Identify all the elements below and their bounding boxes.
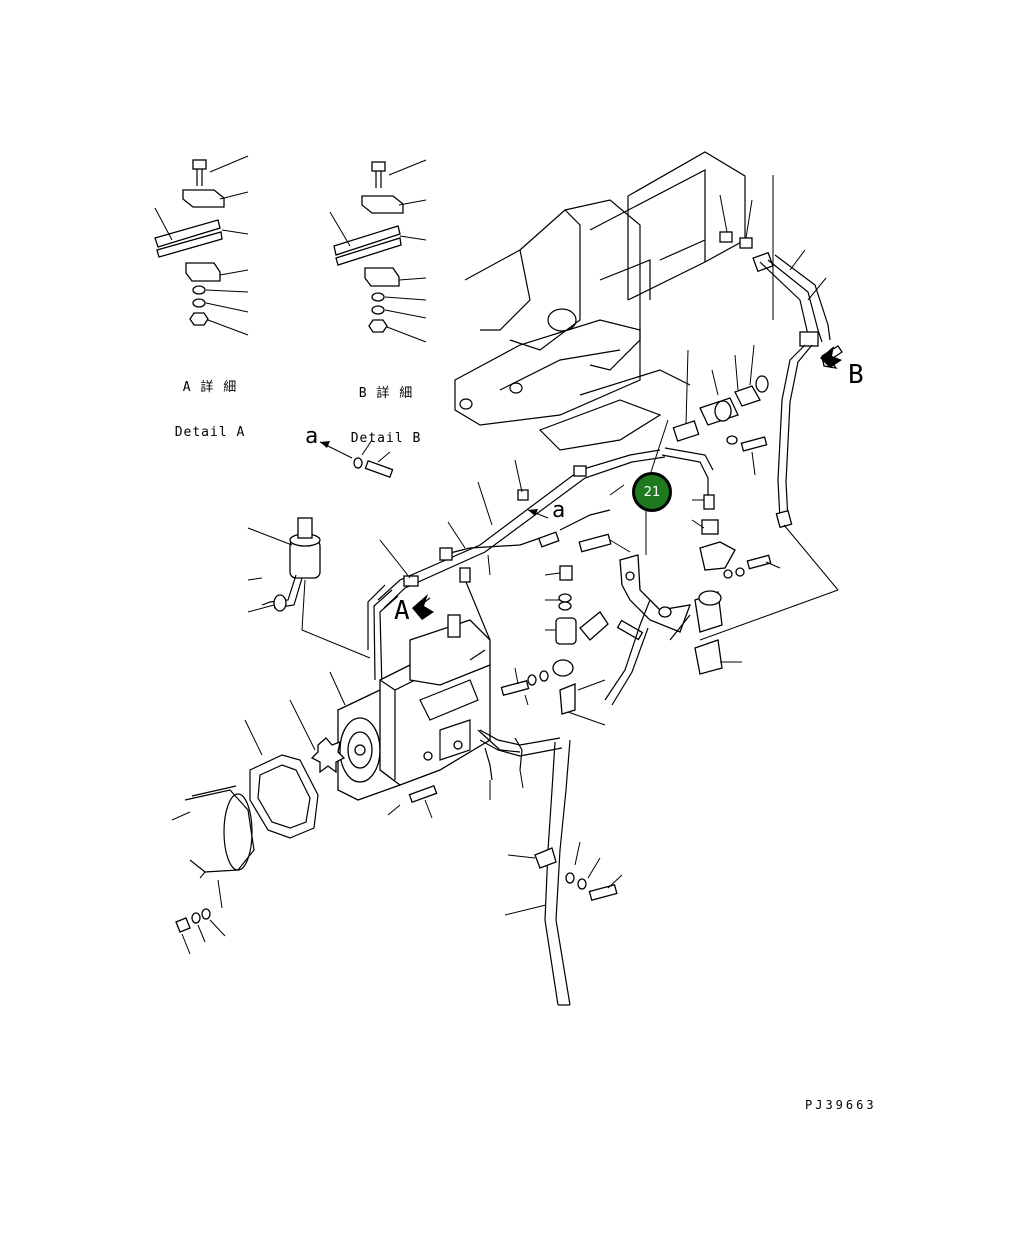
view-arrows [319,346,842,620]
callout-number: 21 [643,484,661,500]
detail-a-clamp-assembly [154,155,249,336]
drawing-code: PJ39663 [805,1098,877,1112]
detail-b-clamp-assembly [329,159,427,343]
housing-cover [171,785,255,955]
detail-b-label: B 詳 細 Detail B [344,356,428,461]
detail-a-label: A 詳 細 Detail A [168,350,252,455]
detail-a-en: Detail A [174,425,246,440]
mounting-bracket [619,554,691,641]
suction-hose [479,599,651,1006]
detail-b-jp: B 詳 細 [358,386,414,401]
detail-a-jp: A 詳 細 [182,380,238,395]
engine-block [454,151,774,451]
pump-bolts [387,667,549,819]
view-marker-a-small-left: a [305,424,319,449]
view-marker-a: A [394,596,410,626]
filter-assembly [247,517,371,659]
view-marker-b: B [848,360,864,390]
view-marker-a-small-mid: a [552,498,566,523]
hydraulic-pump [289,614,521,801]
part-callout-21[interactable]: 21 [632,472,672,512]
relief-valve-fittings [672,375,781,675]
gasket [244,719,319,839]
detail-b-en: Detail B [350,431,422,446]
upper-right-fittings [685,194,843,641]
middle-fittings [537,484,647,726]
coupling-element [310,737,346,774]
